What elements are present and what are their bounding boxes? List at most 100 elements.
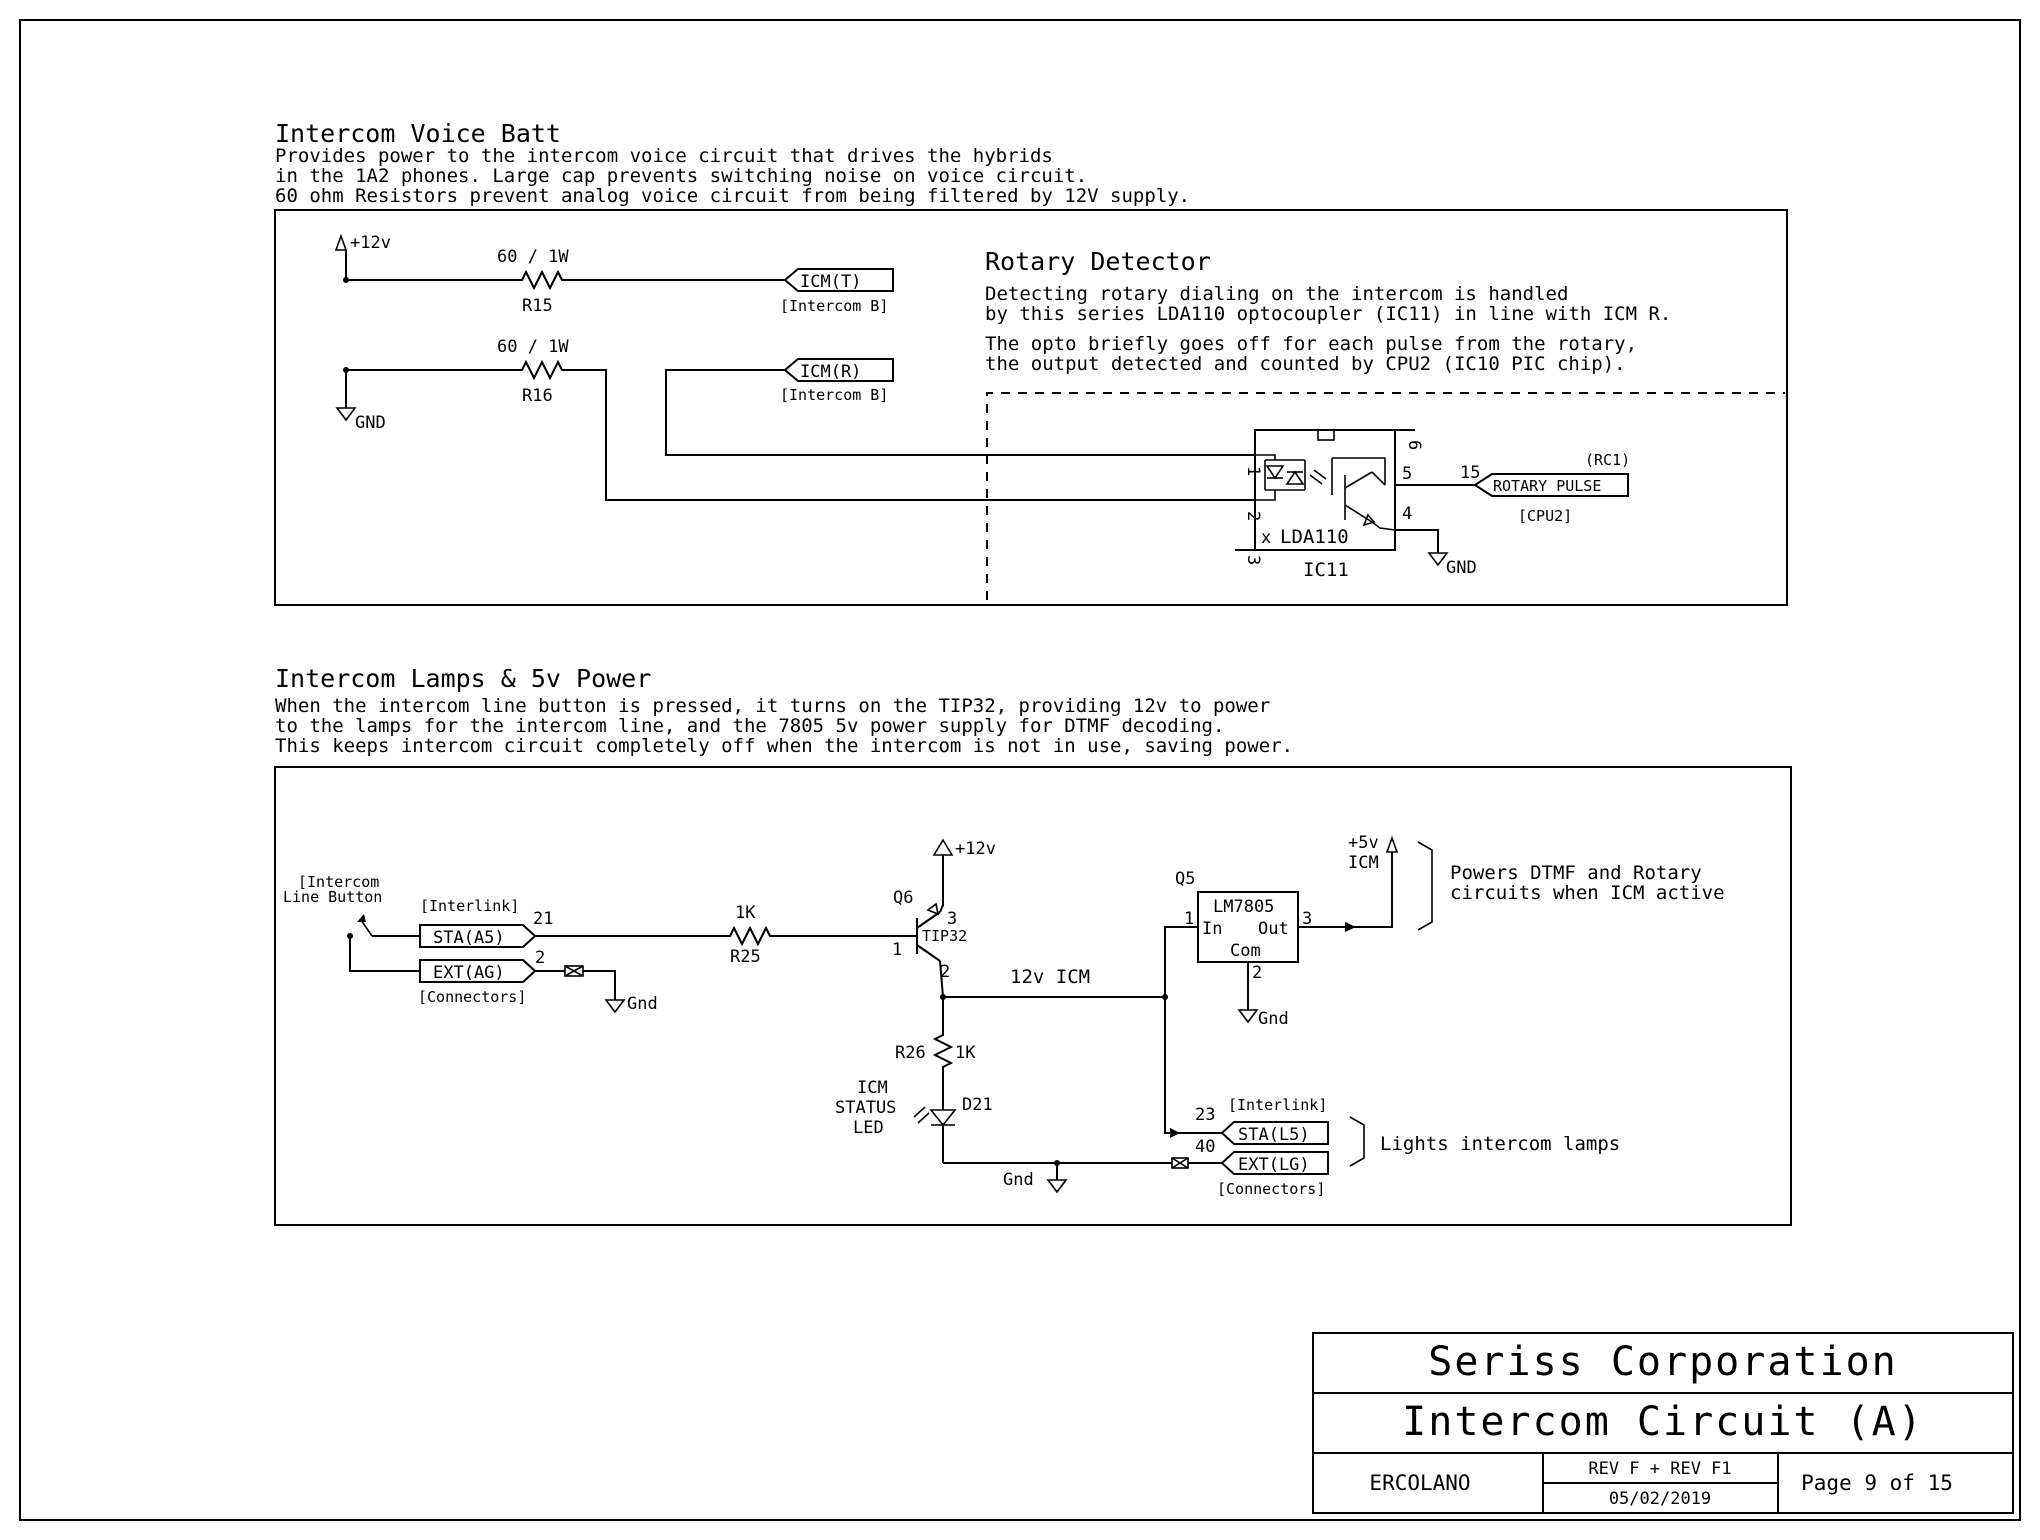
svg-text:x: x [1261, 528, 1271, 548]
vcc-12v-symbol: +12v [334, 233, 391, 280]
note-lights-intercom-lamps: Lights intercom lamps [1380, 1133, 1620, 1155]
resistor-r25: 1K R25 [725, 903, 900, 967]
regulator-q5-lm7805: Q5 LM7805 In Out Com 1 2 3 [1164, 869, 1312, 1010]
svg-text:[Connectors]: [Connectors] [418, 988, 526, 1006]
svg-text:23: 23 [1195, 1105, 1215, 1125]
svg-text:[Interlink]: [Interlink] [1228, 1096, 1327, 1114]
svg-text:[Intercom B]: [Intercom B] [780, 386, 888, 404]
svg-text:EXT(LG): EXT(LG) [1238, 1155, 1310, 1175]
svg-text:1: 1 [1243, 466, 1263, 476]
section-intercom-voice-batt: Intercom Voice Batt Provides power to th… [274, 119, 1788, 606]
ground-symbol-5: Gnd [1237, 1009, 1289, 1029]
section1-frame [274, 209, 1788, 606]
svg-text:In: In [1202, 919, 1222, 939]
page-border [19, 19, 2021, 1521]
resistor-r15: 60 / 1W R15 [497, 247, 785, 316]
title-block: Seriss Corporation Intercom Circuit (A) … [1312, 1332, 2014, 1514]
rotary-desc2-line1: The opto briefly goes off for each pulse… [985, 333, 1637, 355]
svg-text:3: 3 [1243, 555, 1263, 565]
rotary-region-boundary [986, 392, 1785, 600]
rotary-desc1-line1: Detecting rotary dialing on the intercom… [985, 283, 1568, 305]
vout-5v-label: +5v [1348, 833, 1379, 853]
svg-text:5: 5 [1402, 464, 1412, 484]
svg-text:IC11: IC11 [1303, 559, 1349, 581]
section1-desc-line2: in the 1A2 phones. Large cap prevents sw… [275, 165, 1087, 187]
svg-text:R26: R26 [895, 1043, 926, 1063]
svg-text:ICM: ICM [857, 1078, 888, 1098]
rotary-pulse-output: 15 ROTARY PULSE (RC1) [CPU2] [1460, 451, 1630, 525]
drawing-title: Intercom Circuit (A) [1402, 1399, 1924, 1445]
svg-text:6: 6 [1404, 440, 1424, 450]
svg-text:[CPU2]: [CPU2] [1518, 507, 1572, 525]
svg-text:STA(A5): STA(A5) [433, 928, 505, 948]
connector-ext-ag: EXT(AG) 2 [Connectors] [418, 948, 545, 1006]
note-powers-dtmf: Powers DTMF and Rotary [1450, 862, 1702, 884]
svg-text:Gnd: Gnd [1258, 1009, 1289, 1029]
connector-sta-a5: [Interlink] STA(A5) 21 [419, 897, 553, 948]
net-label-12v-icm: 12v ICM [1010, 966, 1090, 988]
intercom-line-button-switch: [Intercom Line Button [283, 873, 420, 972]
svg-text:3: 3 [947, 909, 957, 929]
svg-text:R15: R15 [522, 296, 553, 316]
svg-text:Gnd: Gnd [1003, 1170, 1034, 1190]
svg-text:Q6: Q6 [893, 888, 913, 908]
transistor-q6-tip32: Q6 +12v 1 2 3 TIP32 [892, 838, 996, 998]
page-number: Page 9 of 15 [1801, 1471, 1953, 1495]
revision-label: REV F + REV F1 [1588, 1459, 1731, 1479]
svg-text:R25: R25 [730, 947, 761, 967]
svg-text:[Interlink]: [Interlink] [420, 897, 519, 915]
svg-text:Line Button: Line Button [283, 888, 382, 906]
resistor-r16: 60 / 1W R16 [497, 337, 1245, 501]
company-name: Seriss Corporation [1428, 1339, 1897, 1385]
section2-title: Intercom Lamps & 5v Power [275, 664, 651, 693]
section-intercom-lamps: Intercom Lamps & 5v Power When the inter… [274, 664, 1792, 1226]
rotary-detector-title: Rotary Detector [985, 247, 1211, 276]
svg-text:ICM(T): ICM(T) [800, 272, 861, 292]
svg-text:1: 1 [1184, 909, 1194, 929]
no-connect-marker-1 [564, 965, 584, 977]
section1-desc-line3: 60 ohm Resistors prevent analog voice ci… [275, 185, 1190, 207]
svg-text:ROTARY PULSE: ROTARY PULSE [1493, 477, 1601, 495]
svg-text:LED: LED [853, 1118, 884, 1138]
section1-desc-line1: Provides power to the intercom voice cir… [275, 145, 1053, 167]
svg-text:LM7805: LM7805 [1213, 897, 1274, 917]
svg-text:1K: 1K [735, 903, 756, 923]
author-name: ERCOLANO [1369, 1471, 1470, 1495]
connector-icm-t: ICM(T) [Intercom B] [780, 268, 894, 315]
no-connect-marker-2 [1171, 1157, 1189, 1169]
svg-text:Gnd: Gnd [627, 994, 658, 1014]
led-d21: D21 ICM STATUS LED [835, 1078, 993, 1163]
svg-text:Out: Out [1258, 919, 1289, 939]
svg-text:2: 2 [940, 962, 950, 982]
svg-text:40: 40 [1195, 1137, 1215, 1157]
svg-text:GND: GND [1446, 558, 1477, 578]
ic11-lda110: 1 2 3 4 5 6 [1235, 429, 1475, 581]
ground-symbol-1: GND [335, 407, 386, 433]
section1-title: Intercom Voice Batt [275, 119, 561, 148]
section2-desc-line2: to the lamps for the intercom line, and … [275, 715, 1224, 737]
connector-ext-lg: 40 EXT(LG) [Connectors] [1195, 1137, 1329, 1198]
svg-text:[Intercom: [Intercom [298, 873, 379, 891]
ground-symbol-2: GND [1427, 552, 1477, 578]
svg-text:2: 2 [535, 948, 545, 968]
svg-text:EXT(AG): EXT(AG) [433, 963, 505, 983]
connector-sta-l5: [Interlink] 23 STA(L5) [1195, 1096, 1329, 1145]
connector-icm-r: ICM(R) [Intercom B] [780, 358, 894, 404]
svg-text:4: 4 [1402, 504, 1412, 524]
svg-text:D21: D21 [962, 1095, 993, 1115]
note-powers-dtmf-2: circuits when ICM active [1450, 882, 1725, 904]
ground-symbol-3: Gnd [604, 994, 658, 1014]
svg-text:21: 21 [533, 909, 553, 929]
svg-text:1: 1 [892, 940, 902, 960]
svg-text:GND: GND [355, 413, 386, 433]
svg-text:STA(L5): STA(L5) [1238, 1125, 1310, 1145]
svg-text:60 / 1W: 60 / 1W [497, 337, 569, 357]
svg-text:LDA110: LDA110 [1280, 526, 1349, 548]
svg-text:STATUS: STATUS [835, 1098, 896, 1118]
svg-text:[Intercom B]: [Intercom B] [780, 297, 888, 315]
vout-icm-label: ICM [1348, 853, 1379, 873]
section2-desc-line3: This keeps intercom circuit completely o… [275, 735, 1293, 757]
svg-text:[Connectors]: [Connectors] [1217, 1180, 1325, 1198]
svg-text:2: 2 [1243, 511, 1263, 521]
